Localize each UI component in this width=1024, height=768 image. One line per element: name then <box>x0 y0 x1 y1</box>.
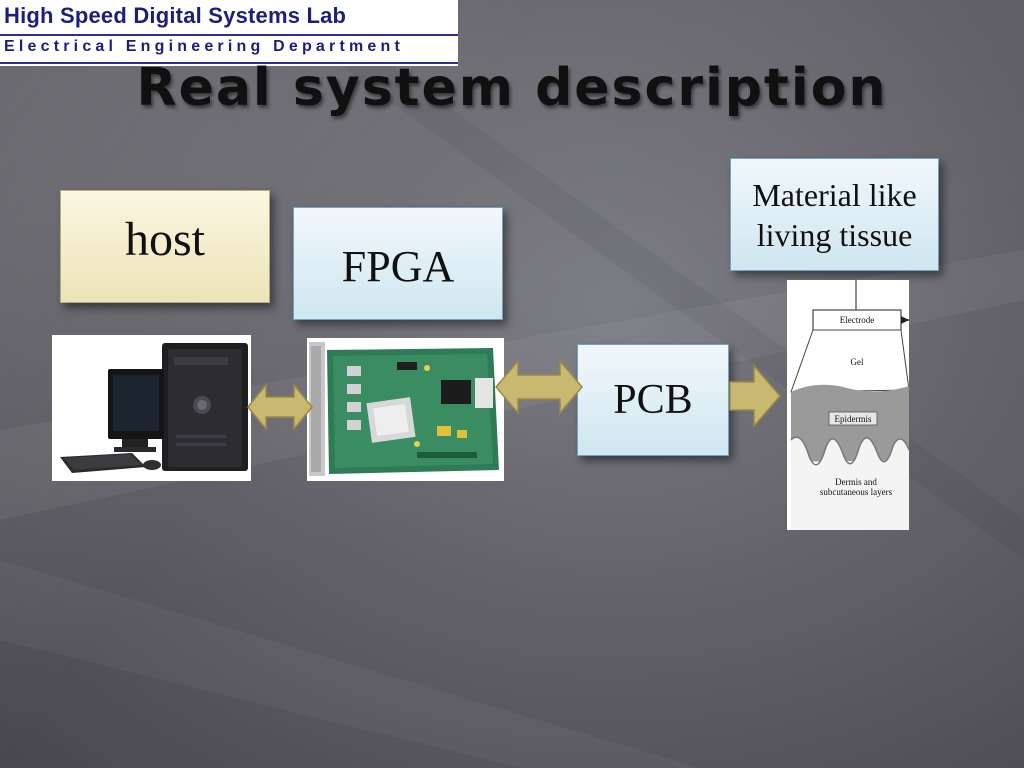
host-label: host <box>124 213 205 266</box>
logo-department: Electrical Engineering Department <box>4 38 405 55</box>
tissue-diagram: Electrode Gel Epidermis Dermis and subcu… <box>787 280 909 530</box>
fpga-label: FPGA <box>341 242 455 291</box>
pcb-label: PCB <box>613 377 693 423</box>
material-box: Material like living tissue <box>730 158 939 271</box>
epidermis-label: Epidermis <box>834 414 872 424</box>
dermis-label: Dermis and subcutaneous layers <box>819 477 893 497</box>
logo-lab-name: High Speed Digital Systems Lab <box>4 3 347 28</box>
pcb-tissue-arrow <box>729 364 781 428</box>
pcb-box: PCB <box>577 344 729 456</box>
host-fpga-double-arrow <box>247 382 313 432</box>
fpga-board-icon <box>309 342 499 476</box>
desktop-computer-icon <box>60 343 248 473</box>
skin-layers-icon <box>790 280 909 530</box>
host-box: host <box>60 190 270 303</box>
gel-label: Gel <box>850 357 864 367</box>
fpga-box: FPGA <box>293 207 503 320</box>
computer-image <box>52 335 251 481</box>
fpga-pcb-double-arrow <box>495 358 583 416</box>
logo-divider-bottom <box>0 62 458 64</box>
slide-title: Real system description <box>136 58 888 118</box>
material-label: Material like living tissue <box>752 176 917 253</box>
fpga-board-image <box>307 338 504 481</box>
electrode-label: Electrode <box>839 315 875 325</box>
lab-logo: High Speed Digital Systems Lab Electrica… <box>0 0 458 66</box>
logo-divider <box>0 34 458 36</box>
